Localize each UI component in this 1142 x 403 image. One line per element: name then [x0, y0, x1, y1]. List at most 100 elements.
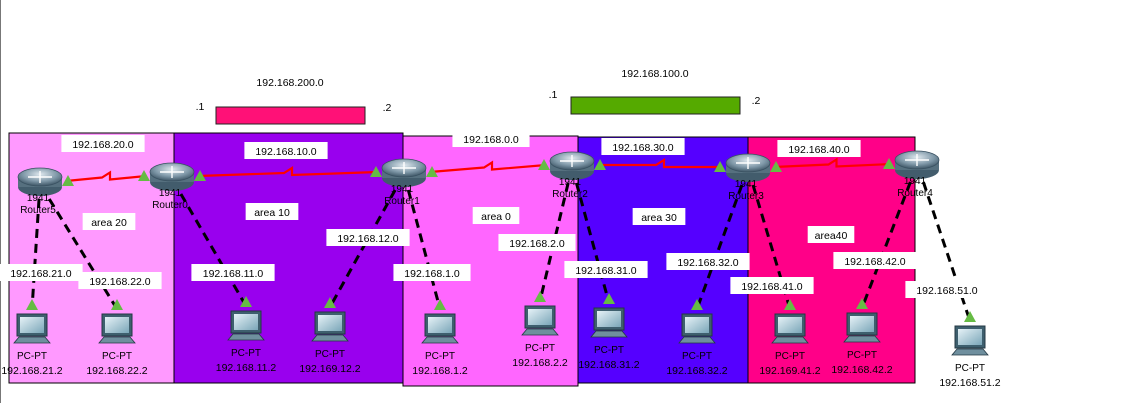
ospf-area30-label-text: area 30 — [641, 212, 677, 224]
serial-network-label-r0-r1-text: 192.168.10.0 — [255, 146, 316, 158]
ospf-area20-label-text: area 20 — [91, 217, 127, 229]
lan-network-label-pc5: 192.168.1.0 — [393, 264, 471, 281]
ethernet-link-r5-pc2[interactable] — [47, 198, 119, 310]
serial-link-r2-r3[interactable] — [598, 158, 722, 169]
ethernet-link-r2-pc7[interactable] — [574, 182, 611, 304]
router-arrows-icon — [28, 171, 52, 183]
link-l100-right-host-label: .2 — [752, 95, 761, 107]
serial-link-r1-r2[interactable] — [429, 160, 547, 174]
ospf-area30-label: area 30 — [632, 208, 686, 225]
ospf-area10-label-bg — [245, 203, 299, 220]
lan-network-label-pc4-text: 192.168.12.0 — [337, 233, 398, 245]
ospf-area0-label: area 0 — [472, 207, 520, 224]
port-r2-to-r3-icon — [594, 159, 606, 170]
pc-screen-icon — [318, 315, 342, 331]
router-r3-name-label: Router3 — [728, 191, 764, 202]
pc-pc8-type-label: PC-PT — [682, 351, 712, 362]
link-l200-bar[interactable] — [215, 106, 366, 125]
pc-pc10-ip-label: 192.168.42.2 — [831, 364, 892, 376]
pc-pc7-ip-label: 192.168.31.2 — [578, 359, 639, 371]
pc-screen-icon — [850, 316, 874, 332]
ethernet-link-r5-pc1[interactable] — [30, 198, 41, 310]
serial-network-label-r0-r1-bg — [244, 142, 328, 159]
serial-link-r0-r1[interactable] — [197, 166, 379, 178]
lan-network-label-pc11: 192.168.51.0 — [905, 281, 989, 298]
link-l200-left-host-label: .1 — [196, 101, 205, 113]
serial-network-label-r2-r3-text: 192.168.30.0 — [612, 142, 673, 154]
lan-network-label-pc10: 192.168.42.0 — [833, 252, 917, 269]
port-r1-to-r0-icon — [370, 166, 382, 177]
ospf-area20-label-bg — [82, 213, 136, 230]
router-r4-name-label: Router4 — [897, 188, 933, 199]
lan-network-label-pc6-text: 192.168.2.0 — [509, 238, 565, 250]
serial-link-r5-r0[interactable] — [65, 170, 147, 183]
port-r0-to-r1-icon — [194, 170, 206, 181]
pc-keyboard-icon — [421, 336, 459, 344]
lan-network-label-pc9: 192.168.41.0 — [730, 277, 814, 294]
ospf-area20-label: area 20 — [82, 213, 136, 230]
serial-link-r3-r4[interactable] — [773, 157, 892, 169]
ospf-area40-label: area40 — [807, 226, 855, 243]
lan-network-label-pc1-bg — [0, 264, 83, 281]
router-r1-model-label: 1941 — [391, 184, 414, 195]
port-pc9-icon — [784, 299, 796, 310]
link-l100-bar[interactable] — [570, 96, 741, 115]
pc-screen-icon — [234, 314, 258, 330]
ethernet-link-r1-pc5[interactable] — [406, 189, 442, 310]
pc-keyboard-icon — [771, 336, 809, 344]
router-r3-model-label: 1941 — [735, 179, 758, 190]
serial-network-label-r5-r0-text: 192.168.20.0 — [72, 139, 133, 151]
ethernet-link-r1-pc4[interactable] — [328, 189, 397, 308]
pc-screen-icon — [105, 317, 129, 333]
pc-keyboard-icon — [521, 328, 559, 336]
lan-network-label-pc3-bg — [191, 264, 275, 281]
pc-pc2-type-label: PC-PT — [102, 351, 132, 362]
lan-network-label-pc3-text: 192.168.11.0 — [203, 268, 264, 280]
router-arrows-icon — [392, 162, 416, 174]
ethernet-link-r0-pc3[interactable] — [179, 193, 248, 307]
port-pc10-icon — [856, 298, 868, 309]
pc-pc8-ip-label: 192.168.32.2 — [666, 365, 727, 377]
pc-keyboard-icon — [311, 334, 349, 342]
router-r2-model-label: 1941 — [559, 177, 582, 188]
pc-pc4-ip-label: 192.169.12.2 — [299, 363, 360, 375]
port-pc5-icon — [434, 299, 446, 310]
ethernet-link-r4-pc10[interactable] — [860, 181, 912, 309]
pc-pc6-ip-label: 192.168.2.2 — [512, 357, 568, 369]
serial-network-label-r3-r4: 192.168.40.0 — [777, 140, 861, 157]
lan-network-label-pc9-bg — [730, 277, 814, 294]
ethernet-link-r3-pc8[interactable] — [695, 184, 744, 310]
ospf-area10-label-text: area 10 — [254, 207, 290, 219]
pc-pc8[interactable]: PC-PT 192.168.32.2 — [666, 313, 728, 377]
serial-network-label-r3-r4-text: 192.168.40.0 — [788, 144, 849, 156]
lan-network-label-pc10-text: 192.168.42.0 — [844, 256, 905, 268]
pc-pc9-ip-label: 192.169.41.2 — [759, 365, 820, 377]
router-r2-name-label: Router2 — [552, 189, 588, 200]
pc-pc5-ip-label: 192.168.1.2 — [412, 365, 468, 377]
serial-network-label-r1-r2-text: 192.168.0.0 — [463, 134, 519, 146]
pc-pc3-ip-label: 192.168.11.2 — [216, 362, 277, 374]
ethernet-link-r4-pc11[interactable] — [921, 181, 972, 322]
lan-network-label-pc1-text: 192.168.21.0 — [10, 268, 71, 280]
router-arrows-icon — [560, 155, 584, 167]
port-r2-to-r1-icon — [538, 159, 550, 170]
link-l200-right-host-label: .2 — [383, 102, 392, 114]
lan-network-label-pc5-text: 192.168.1.0 — [404, 268, 460, 280]
lan-network-label-pc8: 192.168.32.0 — [666, 253, 750, 270]
